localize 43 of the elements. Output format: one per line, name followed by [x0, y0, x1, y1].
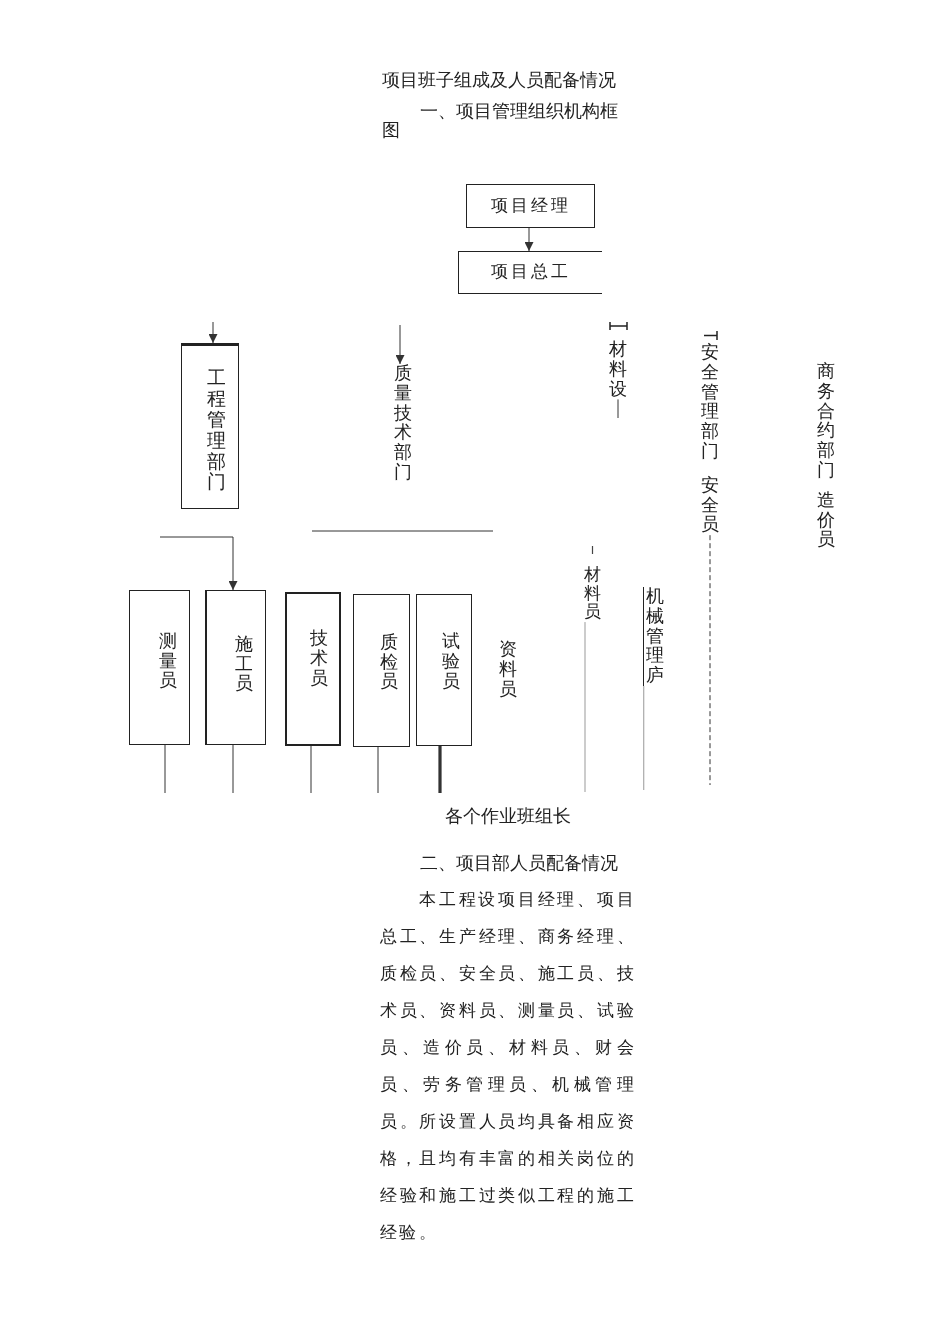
role-label: 资料员 [499, 640, 517, 700]
connector-line [438, 746, 442, 793]
team-leaders-label: 各个作业班组长 [445, 806, 571, 826]
department-label: 安全管理部门 [701, 343, 719, 462]
body-paragraph: 本工程设项目经理、项目总工、生产经理、商务经理、质检员、安全员、施工员、技术员、资料员、测量员、试验员、造价员、材料员、财会员、劳务管理员、机械管理员。所设置人员均具备相应资格，且均有丰富的相关岗位的经验和施工过类似工程的施工经验。 [380, 889, 636, 1244]
org-box [416, 594, 472, 746]
connector-line [232, 744, 234, 794]
arrow [208, 321, 218, 344]
role-label: 材料员 [584, 566, 601, 623]
org-box [285, 592, 341, 746]
role-label: 安全员 [701, 475, 719, 536]
connector-line [310, 745, 312, 794]
role-label: 试验员 [442, 632, 460, 692]
org-box [181, 343, 239, 509]
department-label: 质量技术部门 [394, 364, 412, 483]
connector-line [617, 398, 619, 419]
org-box [353, 594, 410, 747]
org-box [458, 251, 602, 294]
role-label: 测量员 [158, 631, 177, 692]
role-label: 施工员 [235, 634, 253, 695]
connector-line [584, 621, 586, 793]
role-label: 质检员 [379, 632, 398, 693]
section-heading: 一、项目管理组织机构框图 [382, 102, 619, 140]
connector-line [643, 685, 645, 791]
role-label: 造价员 [817, 490, 835, 551]
section-heading: 二、项目部人员配备情况 [420, 853, 618, 873]
department-label: 工程管理部门 [206, 368, 226, 494]
arrow [159, 536, 238, 591]
org-box [205, 590, 266, 745]
arrow [395, 324, 405, 365]
role-label: 技术员 [310, 629, 328, 689]
role-label: 项目经理 [490, 195, 571, 217]
role-label: 项目总工 [490, 262, 571, 283]
arrow [524, 227, 534, 252]
org-box [466, 184, 595, 228]
page-title: 项目班子组成及人员配备情况 [382, 70, 616, 90]
role-label: 机械管理庐 [643, 587, 664, 686]
department-label: 商务合约部门 [817, 362, 835, 481]
department-label: 材料设 [609, 340, 627, 400]
connector-line [164, 744, 166, 794]
connector-line [377, 746, 379, 794]
org-box [129, 590, 190, 745]
connector-line [709, 534, 711, 786]
